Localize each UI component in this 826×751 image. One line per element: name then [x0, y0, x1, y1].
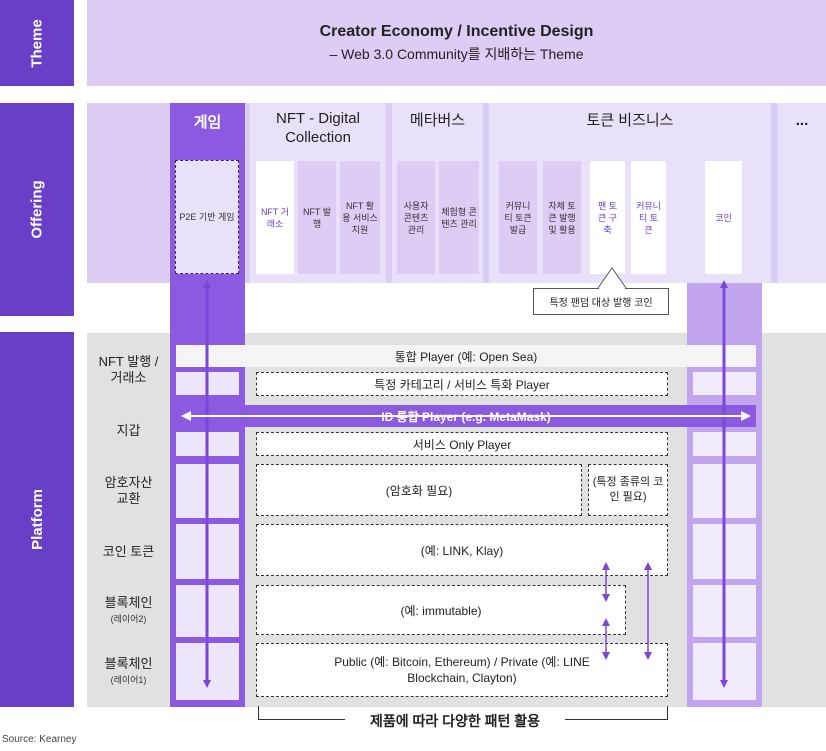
nft-exchange-card: NFT 거래소: [256, 161, 294, 274]
nft-service-card: NFT 활용 서비스 지원: [340, 161, 380, 274]
nft-header: NFT - Digital Collection: [276, 110, 360, 146]
offering-side-label: Offering: [0, 103, 74, 316]
metaverse-header: 메타버스: [409, 111, 466, 129]
row-label-coin-token: 코인 토큰: [87, 524, 170, 579]
row-label-nft: NFT 발행 / 거래소: [87, 342, 170, 397]
game-header: 게임: [193, 113, 222, 131]
service-only-bar: 서비스 Only Player: [256, 432, 668, 456]
category-player-bar: 특정 카테고리 / 서비스 특화 Player: [256, 372, 668, 396]
community-token-issue-card: 커뮤니티 토큰 발급: [499, 161, 537, 274]
platform-side-label: Platform: [0, 332, 74, 707]
platform-right-area: [762, 333, 826, 707]
row-label-l2: 블록체인 (레이어2): [87, 585, 170, 637]
token-header: 토큰 비즈니스: [586, 111, 674, 129]
coin-needed-box: (특정 종류의 코인 필요): [588, 464, 668, 516]
community-token-card: 커뮤니티 토큰: [631, 161, 666, 274]
coin-card: 코인: [705, 161, 742, 274]
theme-title: Creator Economy / Incentive Design: [319, 22, 594, 40]
crypto-needed-box: (암호화 필요): [256, 464, 582, 516]
p2e-game-card: P2E 기반 게임: [175, 160, 239, 274]
source-note: Source: Kearney: [2, 734, 77, 745]
more-header: ...: [795, 111, 809, 129]
more-offering-group: [778, 103, 826, 283]
theme-band: Creator Economy / Incentive Design – Web…: [87, 0, 826, 86]
coin-example-box: (예: LINK, Klay): [256, 524, 668, 576]
bottom-caption: 제품에 따라 다양한 패턴 활용: [345, 710, 565, 732]
callout-joint: [599, 287, 625, 290]
theme-subtitle: – Web 3.0 Community를 지배하는 Theme: [329, 45, 584, 62]
row-label-l1: 블록체인 (레이어1): [87, 643, 170, 700]
theme-side-label: Theme: [0, 0, 74, 86]
own-token-card: 자체 토큰 발행 및 활용: [543, 161, 581, 274]
nft-issue-card: NFT 발행: [298, 161, 336, 274]
row-label-crypto-exchange: 암호자산 교환: [87, 464, 170, 518]
user-content-card: 사용자 콘텐츠 관리: [397, 161, 435, 274]
fan-token-card: 팬 토큰 구축: [590, 161, 625, 274]
integrated-player-bar: 통합 Player (예: Open Sea): [176, 345, 756, 367]
l1-example-box: Public (예: Bitcoin, Ethereum) / Private …: [256, 643, 668, 697]
callout-pointer: [597, 267, 627, 289]
experience-content-card: 체험형 콘텐츠 관리: [439, 161, 479, 274]
l2-example-box: (예: immutable): [256, 585, 626, 635]
row-label-wallet: 지갑: [87, 403, 170, 458]
